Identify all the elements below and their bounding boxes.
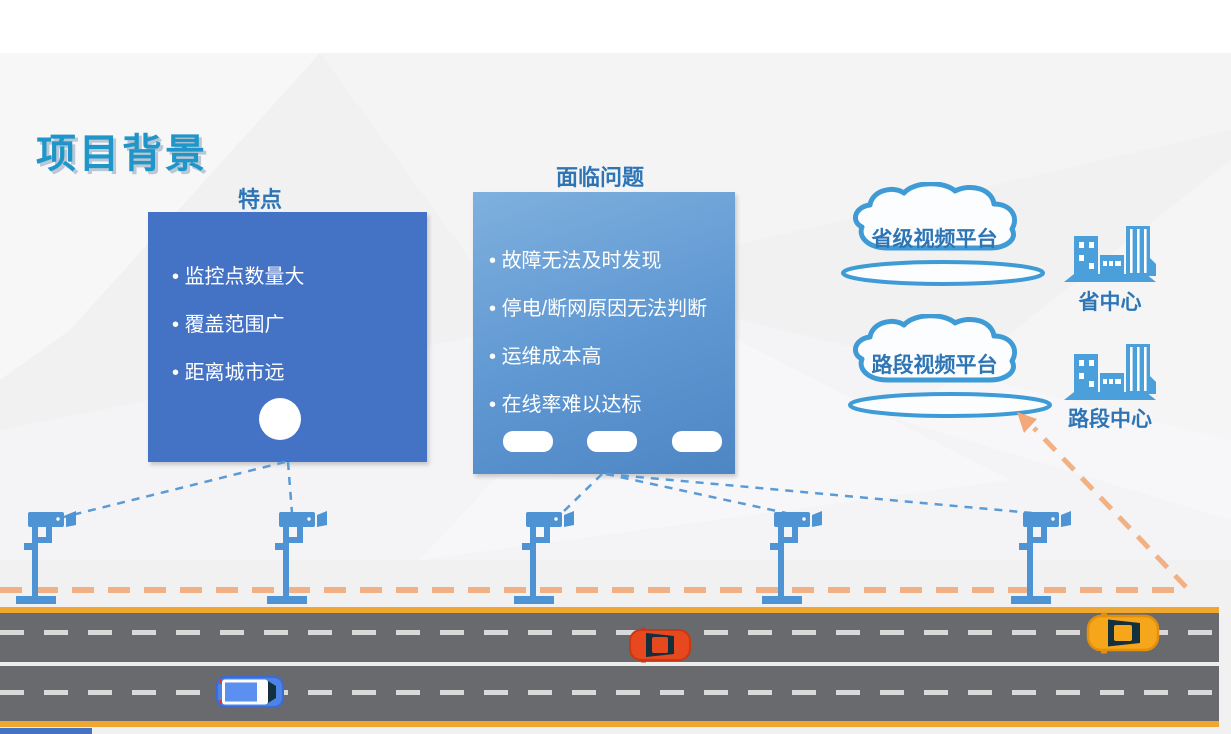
road: [0, 607, 1219, 727]
road-center-label: 路段中心: [1068, 408, 1152, 431]
yellow-car-icon: [1086, 612, 1160, 654]
problems-label: 面临问题: [555, 165, 644, 190]
province-platform-label: 省级视频平台: [871, 228, 998, 251]
lane-divider: [0, 662, 1219, 666]
cctv-camera-icon: [267, 511, 327, 604]
lane-marking: [0, 690, 1219, 695]
cctv-camera-icon: [514, 511, 574, 604]
white-pill-decoration: [672, 431, 722, 452]
white-pill-decoration: [503, 431, 553, 452]
cloud-icon: [852, 314, 1018, 383]
problems-box: 故障无法及时发现 停电/断网原因无法判断 运维成本高 在线率难以达标: [473, 192, 735, 474]
top-white-band: [0, 0, 1231, 53]
platform-ellipse-icon: [848, 392, 1052, 418]
problem-item: 停电/断网原因无法判断: [489, 292, 729, 321]
white-circle-decoration: [259, 398, 301, 440]
cloud-icon: [852, 182, 1018, 251]
building-icon: [1064, 344, 1156, 400]
problem-item: 运维成本高: [489, 340, 729, 369]
road-edge-line: [0, 607, 1219, 613]
page-title: 项目背景: [36, 131, 208, 176]
cctv-camera-icon: [16, 511, 76, 604]
features-label: 特点: [237, 187, 282, 212]
road-platform-label: 路段视频平台: [871, 354, 998, 377]
road-edge-line: [0, 721, 1219, 727]
features-list: 监控点数量大 覆盖范围广 距离城市远: [148, 212, 427, 385]
cctv-camera-icon: [1011, 511, 1071, 604]
problems-list: 故障无法及时发现 停电/断网原因无法判断 运维成本高 在线率难以达标: [473, 192, 735, 417]
feature-item: 监控点数量大: [172, 260, 417, 289]
white-pill-decoration: [587, 431, 637, 452]
platform-ellipse-icon: [841, 260, 1045, 286]
problem-item: 在线率难以达标: [489, 388, 729, 417]
features-box: 监控点数量大 覆盖范围广 距离城市远: [148, 212, 427, 462]
cctv-camera-icon: [762, 511, 822, 604]
red-car-icon: [629, 627, 691, 663]
building-icon: [1064, 226, 1156, 282]
problem-item: 故障无法及时发现: [489, 244, 729, 273]
province-center-label: 省中心: [1078, 291, 1142, 314]
blue-van-icon: [216, 676, 284, 708]
feature-item: 距离城市远: [172, 356, 417, 385]
feature-item: 覆盖范围广: [172, 308, 417, 337]
lane-marking: [0, 630, 1219, 635]
bottom-accent-bar: [0, 728, 92, 734]
